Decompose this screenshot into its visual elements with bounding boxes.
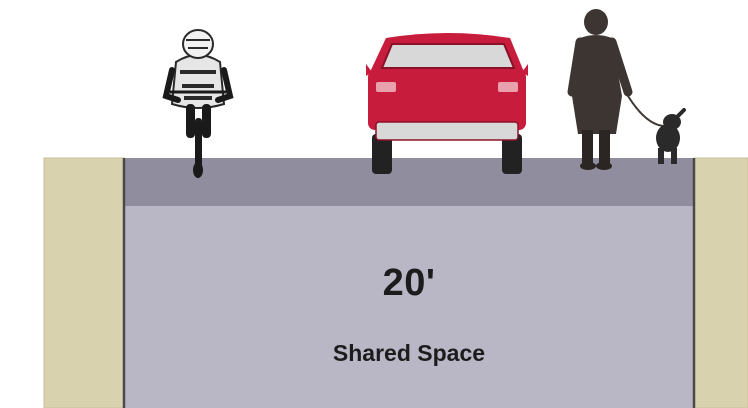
left-sidewalk xyxy=(44,158,124,408)
cyclist-icon xyxy=(166,30,230,178)
dimension-label: 20' xyxy=(124,262,694,305)
car-icon xyxy=(366,33,528,174)
dog-icon xyxy=(656,110,684,164)
right-sidewalk xyxy=(694,158,748,408)
zone-name-label: Shared Space xyxy=(124,340,694,367)
pedestrian-icon xyxy=(572,9,628,170)
leash-line xyxy=(628,96,668,126)
